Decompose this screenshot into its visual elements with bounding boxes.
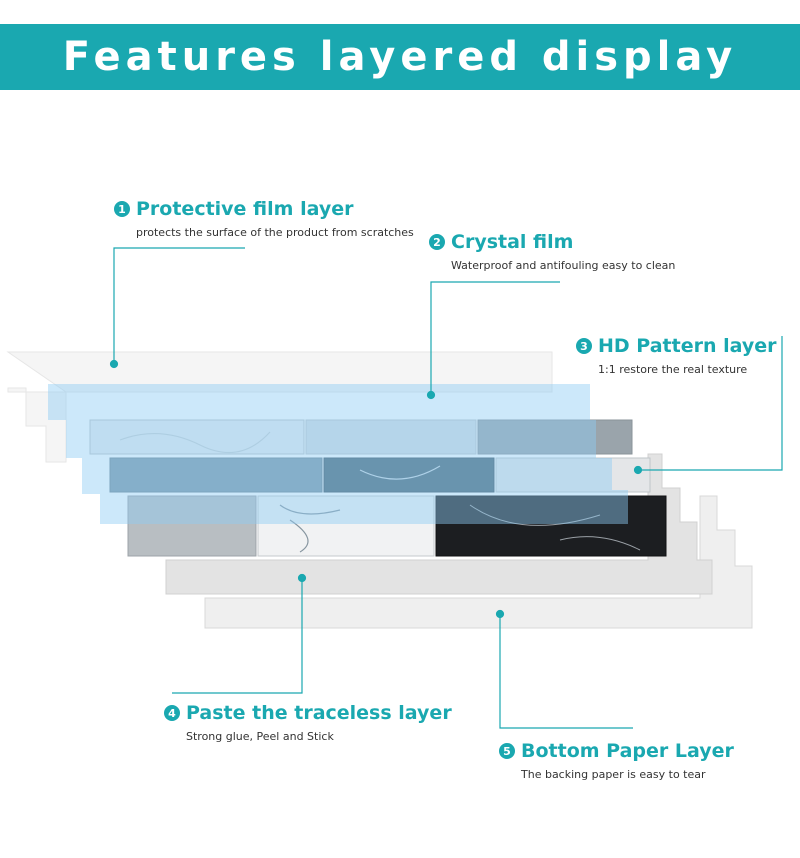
number-badge: 2: [429, 234, 445, 250]
layer-description: protects the surface of the product from…: [136, 226, 414, 239]
leader-line-2: [430, 281, 560, 395]
bottom-paper-layer: [204, 495, 753, 629]
leader-line-3: [638, 336, 783, 471]
hd-pattern-layer: [89, 419, 667, 557]
layer-description: Strong glue, Peel and Stick: [186, 730, 334, 743]
tile: [495, 457, 651, 493]
layer-title: Crystal film: [451, 231, 574, 253]
tile: [305, 419, 477, 455]
tile: [323, 457, 495, 493]
layer-description: Waterproof and antifouling easy to clean: [451, 259, 676, 272]
label-crystal-film: 2 Crystal film Waterproof and antifouling…: [429, 231, 675, 272]
leader-line-5: [499, 614, 633, 729]
tile: [89, 419, 305, 455]
page-title: Features layered display: [62, 34, 738, 80]
label-protective-film: 1 Protective film layer protects the surf…: [114, 198, 414, 239]
layer-title: Protective film layer: [136, 198, 354, 220]
number-badge: 1: [114, 201, 130, 217]
tile: [127, 495, 257, 557]
label-paste-layer: 4 Paste the traceless layer Strong glue, …: [164, 702, 452, 743]
tile: [477, 419, 633, 455]
tile: [435, 495, 667, 557]
layer-title: Bottom Paper Layer: [521, 740, 734, 762]
crystal-film-layer: [48, 384, 628, 524]
number-badge: 3: [576, 338, 592, 354]
layer-description: 1:1 restore the real texture: [598, 363, 748, 376]
layer-title: HD Pattern layer: [598, 335, 777, 357]
label-hd-pattern: 3 HD Pattern layer 1:1 restore the real t…: [576, 335, 776, 376]
protective-film-layer: [6, 351, 553, 463]
paste-layer: [165, 453, 713, 595]
header-banner: Features layered display: [0, 24, 800, 90]
number-badge: 5: [499, 743, 515, 759]
leader-line-4: [172, 578, 303, 694]
layer-title: Paste the traceless layer: [186, 702, 452, 724]
leader-line-1: [113, 247, 245, 364]
tile: [109, 457, 323, 493]
tile: [257, 495, 435, 557]
layer-description: The backing paper is easy to tear: [521, 768, 706, 781]
number-badge: 4: [164, 705, 180, 721]
label-bottom-paper: 5 Bottom Paper Layer The backing paper is…: [499, 740, 734, 781]
